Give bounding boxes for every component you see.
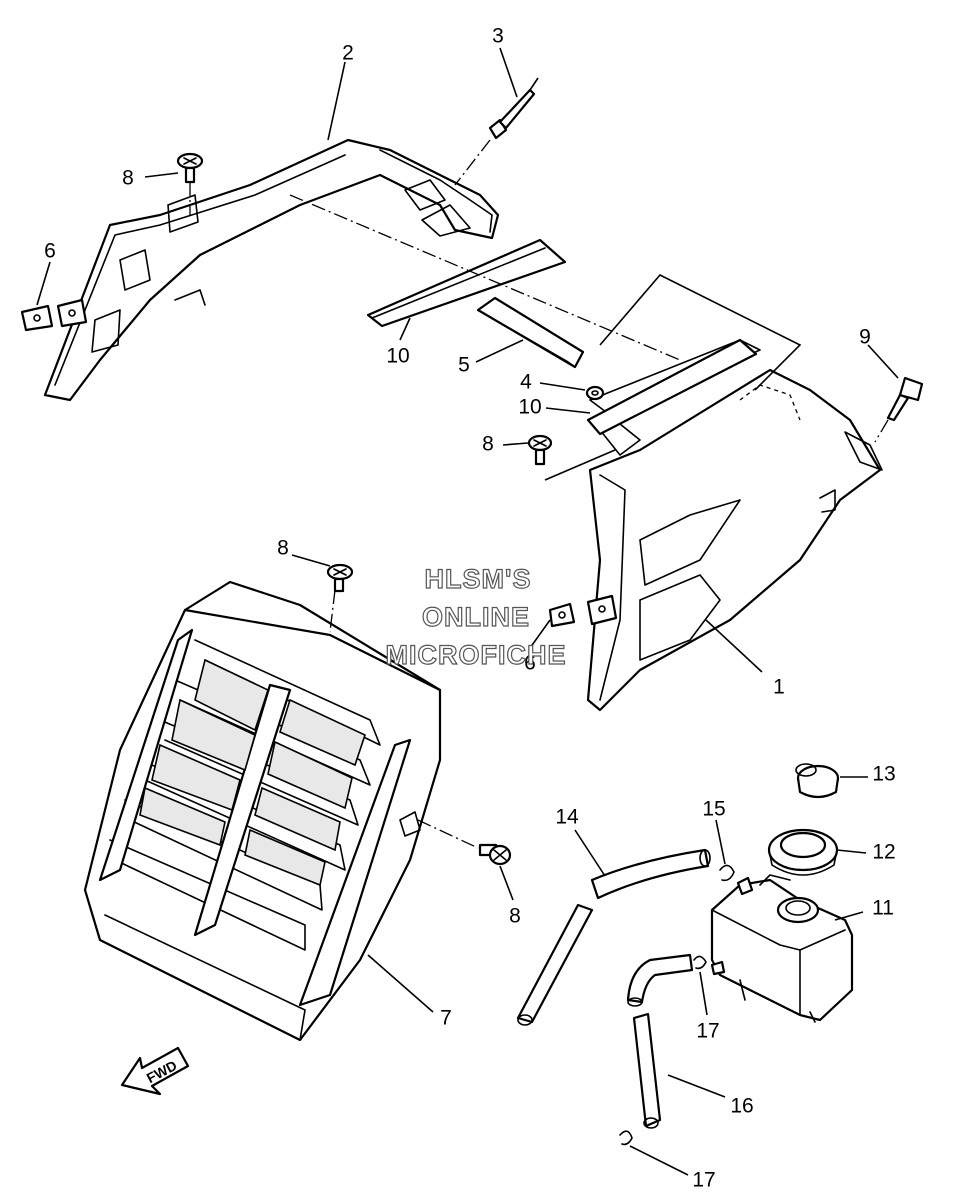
part-8-screw-top[interactable] bbox=[176, 152, 204, 215]
callout-10-upper: 10 bbox=[386, 345, 409, 368]
callout-3: 3 bbox=[492, 25, 504, 48]
part-6-clip-nut-left[interactable] bbox=[20, 298, 88, 332]
part-14-hose[interactable] bbox=[516, 848, 711, 1026]
callout-10-lower: 10 bbox=[518, 396, 541, 419]
callout-7: 7 bbox=[440, 1007, 452, 1030]
part-2-upper-frame[interactable] bbox=[43, 138, 500, 402]
callout-17-upper: 17 bbox=[696, 1020, 719, 1043]
callout-14: 14 bbox=[555, 806, 579, 829]
part-10-seal-strip-lower[interactable] bbox=[586, 338, 758, 436]
callout-4: 4 bbox=[520, 371, 532, 394]
watermark-line-1: HLSM'S bbox=[425, 564, 532, 594]
callout-8-grille-side: 8 bbox=[509, 905, 521, 928]
part-17-clamp-lower[interactable] bbox=[619, 1130, 633, 1146]
callout-13: 13 bbox=[872, 763, 895, 786]
part-3-rivet[interactable] bbox=[454, 77, 539, 186]
callout-6-upper-left: 6 bbox=[44, 240, 56, 263]
part-8-screw-mid[interactable] bbox=[527, 434, 553, 466]
part-15-hose-clamp[interactable] bbox=[719, 864, 735, 882]
callout-5: 5 bbox=[458, 354, 470, 377]
callout-11: 11 bbox=[872, 897, 894, 920]
watermark-line-2: ONLINE bbox=[422, 602, 530, 632]
callout-8-mid: 8 bbox=[482, 433, 494, 456]
part-9-bolt[interactable] bbox=[874, 376, 924, 443]
part-6-clip-nut-right[interactable] bbox=[548, 594, 618, 628]
watermark-line-3: MICROFICHE bbox=[386, 640, 567, 670]
callout-12: 12 bbox=[872, 841, 895, 864]
part-4-grommet[interactable] bbox=[585, 385, 605, 401]
callout-2: 2 bbox=[342, 42, 354, 65]
part-5-foam-block[interactable] bbox=[476, 296, 585, 369]
part-16-hose[interactable] bbox=[626, 953, 694, 1129]
fwd-direction-arrow: FWD bbox=[120, 1046, 190, 1096]
callout-8-top: 8 bbox=[122, 167, 134, 190]
callout-16: 16 bbox=[730, 1095, 753, 1118]
callout-numbers: 1 2 3 4 5 6 6 7 8 8 8 8 9 10 10 11 12 13… bbox=[44, 25, 896, 1192]
callout-15: 15 bbox=[702, 798, 725, 821]
callout-6-right: 6 bbox=[524, 652, 536, 675]
callout-8-grille-top: 8 bbox=[277, 537, 289, 560]
part-8-screw-grille-side[interactable] bbox=[478, 843, 512, 866]
leader-lines bbox=[36, 47, 899, 1176]
part-13-tank-cap[interactable] bbox=[795, 763, 840, 799]
part-7-front-grille[interactable] bbox=[83, 580, 479, 1042]
part-1-side-panel[interactable] bbox=[586, 339, 883, 712]
watermark: HLSM'S ONLINE MICROFICHE bbox=[385, 563, 567, 670]
part-10-seal-strip-upper[interactable] bbox=[366, 238, 567, 328]
part-11-reservoir-tank[interactable] bbox=[710, 874, 854, 1023]
part-12-cap-seal[interactable] bbox=[767, 828, 839, 876]
part-8-screw-grille-top[interactable] bbox=[326, 563, 354, 593]
callout-1: 1 bbox=[773, 676, 785, 699]
callout-17-lower: 17 bbox=[692, 1169, 715, 1192]
part-17-clamp-upper[interactable] bbox=[693, 955, 707, 970]
callout-9: 9 bbox=[859, 326, 871, 349]
